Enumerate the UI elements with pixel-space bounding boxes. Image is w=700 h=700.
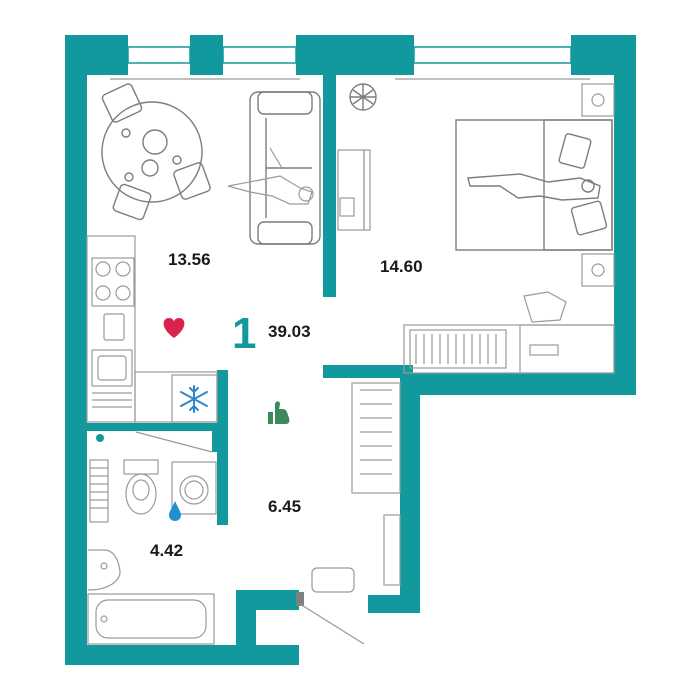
desk: [403, 291, 615, 374]
entrance-door: [296, 592, 365, 645]
shower-partition: [135, 431, 213, 453]
tv-stand: [337, 149, 371, 231]
total-area-label: 39.03: [268, 322, 311, 341]
bathtub: [87, 593, 215, 645]
bathroom-light-dot: [96, 434, 104, 442]
door-mat: [311, 567, 355, 593]
bedroom-area-label: 14.60: [380, 257, 423, 276]
radiator-bedroom: [409, 329, 507, 369]
water-drop-icon: [169, 501, 181, 521]
room-count-label: 1: [232, 309, 256, 358]
dining-chairs: [101, 83, 211, 221]
toilet: [123, 459, 159, 515]
sink: [87, 549, 121, 591]
person-on-sofa: [227, 147, 314, 205]
plant: [349, 83, 377, 111]
living-kitchen-area-label: 13.56: [168, 250, 211, 269]
towel-rail: [89, 459, 109, 523]
wardrobe: [351, 382, 401, 494]
hallway-area-label: 6.45: [268, 497, 301, 516]
nightstands: [581, 83, 615, 287]
bed: [455, 119, 613, 251]
thumbs-up-icon: [268, 401, 290, 424]
snowflake-icon: [180, 385, 208, 413]
heart-icon: [163, 318, 185, 338]
walls: [65, 35, 636, 665]
bathroom-area-label: 4.42: [150, 541, 183, 560]
sofa: [249, 91, 321, 245]
washing-machine: [171, 461, 217, 515]
fridge: [171, 374, 218, 423]
dining-table: [101, 101, 203, 203]
windows: [127, 46, 572, 64]
shoe-rack: [383, 514, 401, 586]
